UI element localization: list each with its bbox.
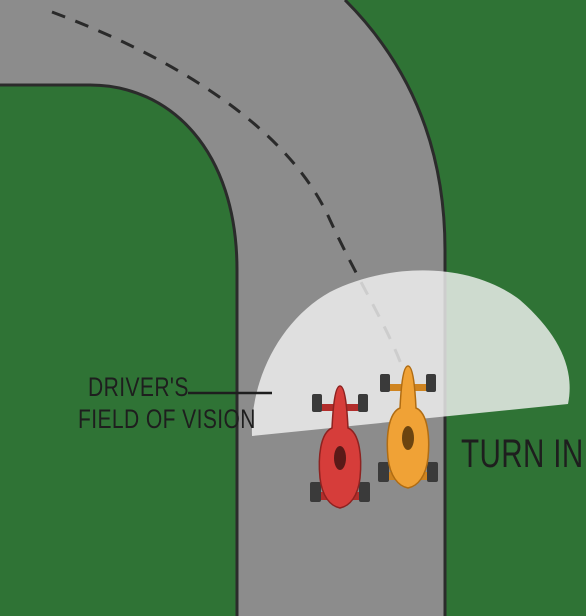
red-car-wheel-rl [310,482,321,502]
red-car-wheel-rr [359,482,370,502]
orange-car-wheel-fl [380,374,390,392]
red-car-cockpit [334,446,346,470]
field-of-vision-label-line2: FIELD OF VISION [78,404,256,435]
field-of-vision-label-line1: DRIVER'S [88,372,189,403]
red-car-wheel-fl [312,394,322,412]
turn-in-label: TURN IN [461,432,584,477]
red-car-wheel-fr [358,394,368,412]
orange-car-wheel-rr [427,462,438,482]
orange-car-cockpit [402,426,414,450]
orange-car-wheel-rl [378,462,389,482]
orange-car-wheel-fr [426,374,436,392]
